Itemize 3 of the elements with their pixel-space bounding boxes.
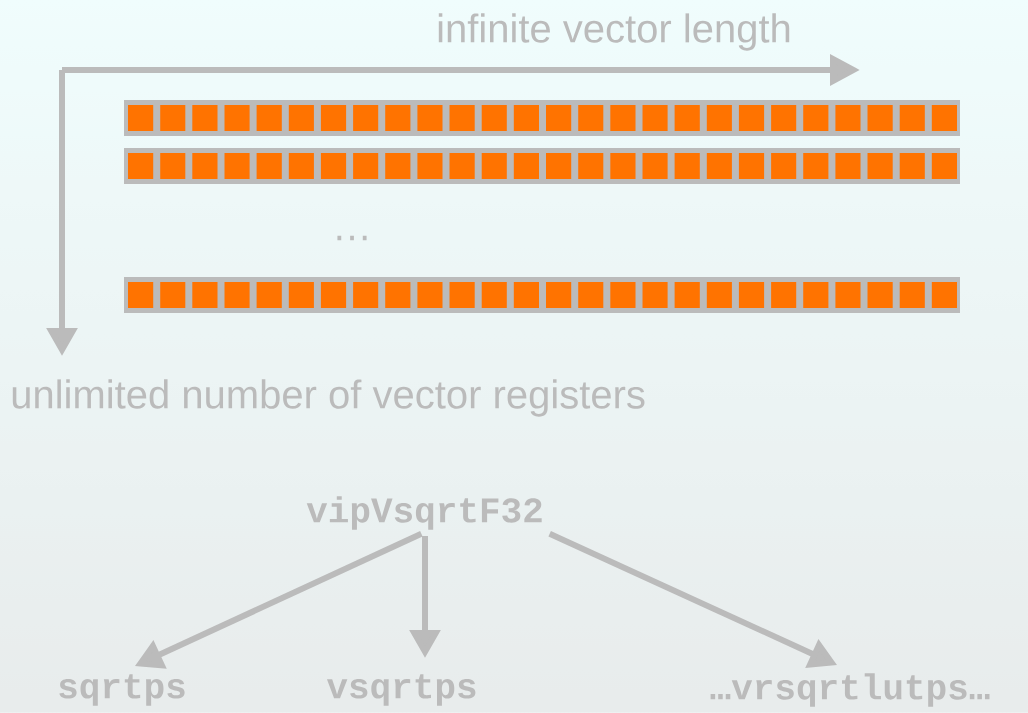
axis-label: …: [337, 235, 367, 241]
axis-label: infinite vector length: [438, 13, 790, 51]
axis-label: unlimited number of vector registers: [12, 379, 645, 417]
